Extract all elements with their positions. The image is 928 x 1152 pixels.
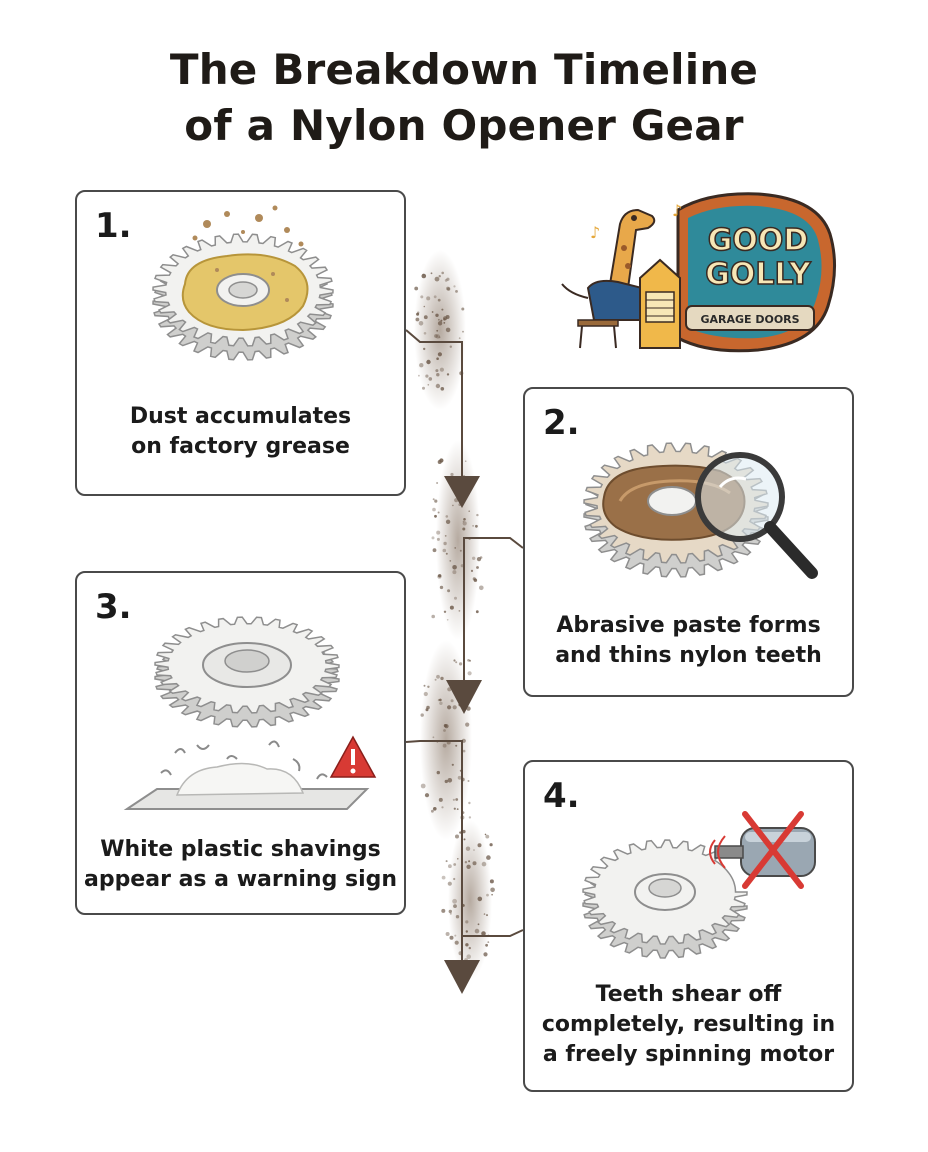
step-caption-3-line-2: appear as a warning sign xyxy=(83,867,398,892)
step-caption-4-line-2: completely, resulting in xyxy=(541,1012,836,1037)
arrow-head-3 xyxy=(444,960,480,994)
logo-brand-line-1: GOOD xyxy=(708,223,809,258)
step-caption-3: White plastic shavings appear as a warni… xyxy=(77,835,404,895)
connector-2-to-3 xyxy=(463,537,524,682)
title-line-1: The Breakdown Timeline xyxy=(169,45,759,94)
magnifier-gear-icon xyxy=(583,442,818,579)
step-card-1: 1. Dust accumulates on factory grease xyxy=(75,190,406,496)
greasy-gear-icon xyxy=(152,205,334,361)
step-caption-4-line-1: Teeth shear off xyxy=(595,982,782,1007)
step-card-2: 2. Abrasive paste forms and thins nylon … xyxy=(523,387,854,697)
step-card-4: 4. Teeth shear off completely, resulting… xyxy=(523,760,854,1092)
step-caption-1-line-2: on factory grease xyxy=(131,434,350,459)
logo-tagline: GARAGE DOORS xyxy=(700,313,799,326)
giraffe-piano-icon: ♪ ♪ xyxy=(561,201,682,349)
step-caption-1-line-1: Dust accumulates xyxy=(129,404,352,429)
broken-gear-motor-icon xyxy=(582,811,816,959)
svg-text:♪: ♪ xyxy=(590,223,600,242)
step-caption-2-line-1: Abrasive paste forms xyxy=(556,613,821,638)
step-caption-4: Teeth shear off completely, resulting in… xyxy=(525,980,852,1070)
step-number-4: 4. xyxy=(543,776,580,816)
title-line-2: of a Nylon Opener Gear xyxy=(184,101,744,150)
dust-trail xyxy=(414,250,495,980)
svg-text:♪: ♪ xyxy=(672,201,682,220)
step-number-3: 3. xyxy=(95,587,132,627)
page-title: The Breakdown Timeline of a Nylon Opener… xyxy=(0,42,928,154)
arrow-head-1 xyxy=(444,476,480,508)
motor-icon xyxy=(709,827,816,877)
step-caption-2-line-2: and thins nylon teeth xyxy=(555,643,822,668)
arrow-head-2 xyxy=(446,680,482,714)
connector-1-to-2 xyxy=(405,329,463,478)
failure-x-icon xyxy=(742,811,804,889)
step-number-2: 2. xyxy=(543,403,580,443)
connector-3-to-4 xyxy=(405,740,524,960)
step-caption-1: Dust accumulates on factory grease xyxy=(77,402,404,462)
logo-brand-line-2: GOLLY xyxy=(705,257,812,292)
step-caption-3-line-1: White plastic shavings xyxy=(100,837,381,862)
shavings-warning-icon xyxy=(123,616,377,810)
step-caption-2: Abrasive paste forms and thins nylon tee… xyxy=(525,611,852,671)
step-card-3: 3. White plastic shavings appear as a wa… xyxy=(75,571,406,915)
step-number-1: 1. xyxy=(95,206,132,246)
good-golly-logo: GOOD GOLLY GARAGE DOORS ♪ ♪ xyxy=(561,192,837,353)
step-caption-4-line-3: a freely spinning motor xyxy=(542,1042,835,1067)
